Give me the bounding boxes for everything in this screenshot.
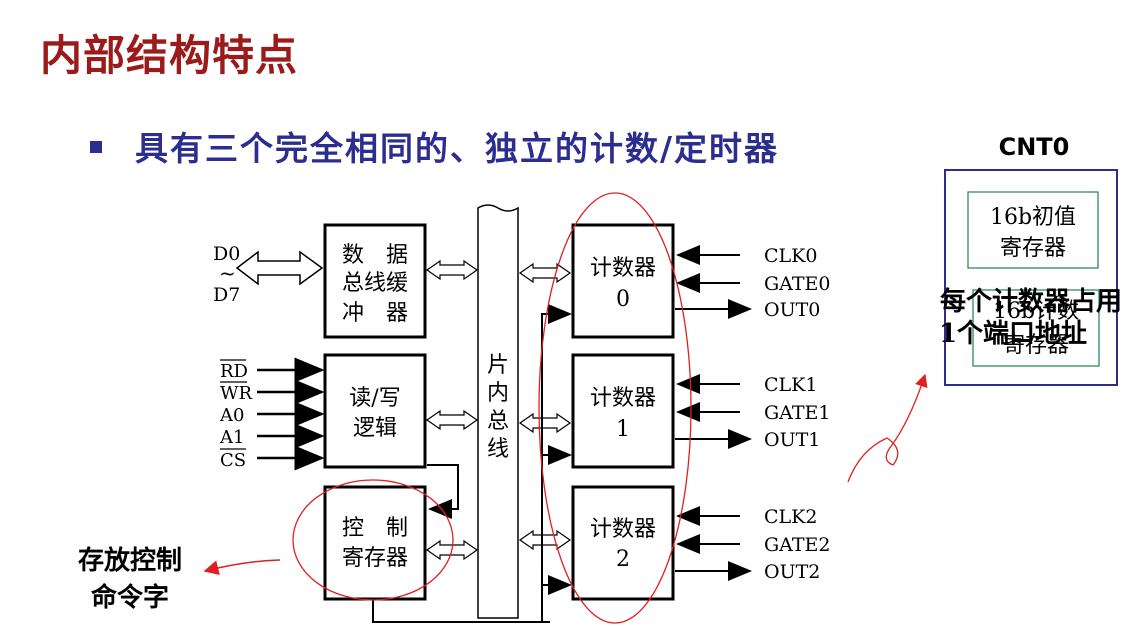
out0-label: OUT0	[764, 299, 820, 321]
bus-counter1-arrow	[518, 412, 572, 434]
port-note-line-2: 1个端口地址	[939, 319, 1087, 349]
pin-cs: CS	[220, 450, 246, 471]
page-title: 内部结构特点	[40, 31, 299, 80]
counter-2-label: 计数器	[590, 517, 656, 542]
control-register-line-1: 控 制	[342, 516, 408, 541]
control-line-counter0	[541, 304, 572, 622]
gate2-label: GATE2	[764, 534, 831, 556]
counter-0-number: 0	[616, 287, 630, 312]
control-to-bottom-line	[372, 600, 550, 623]
cnt0-counter-line-2: 寄存器	[1003, 333, 1069, 358]
control-register-line-2: 寄存器	[342, 546, 408, 571]
rw-bus-arrow	[425, 409, 479, 431]
cnt0-counter-line-1: 16b计数	[993, 299, 1079, 324]
cnt0-counter-register-box	[972, 289, 1100, 367]
port-note-line-1: 每个计数器占用	[940, 286, 1122, 317]
control-register-highlight-ellipse	[292, 479, 454, 601]
bus-char-4: 线	[487, 437, 509, 462]
counter-1-label: 计数器	[590, 386, 656, 411]
counter-0-block	[571, 223, 675, 339]
out1-label: OUT1	[764, 429, 820, 451]
buffer-line-3: 冲 器	[342, 301, 408, 326]
cnt0-initial-register-box	[967, 191, 1099, 269]
port-note-arrow	[847, 373, 928, 483]
bullet-text: 具有三个完全相同的、独立的计数/定时器	[135, 129, 780, 168]
rw-logic-line-1: 读/写	[349, 386, 400, 411]
pin-a1: A1	[219, 427, 244, 448]
bus-char-1: 片	[487, 353, 509, 378]
out2-label: OUT2	[764, 561, 820, 583]
pin-a0: A0	[219, 405, 244, 426]
counter-1-number: 1	[616, 417, 630, 442]
bus-counter2-arrow	[518, 529, 572, 551]
bus-char-3: 总	[487, 409, 509, 434]
rw-logic-block	[323, 353, 427, 469]
buffer-bus-arrow	[425, 259, 479, 281]
control-register-block	[323, 485, 427, 601]
control-note-line-1: 存放控制	[78, 545, 182, 576]
control-note-arrow	[203, 559, 281, 576]
cnt0-initial-line-1: 16b初值	[990, 205, 1076, 230]
counter-2-block	[571, 485, 675, 601]
rw-logic-line-2: 逻辑	[353, 416, 397, 441]
rw-to-control-line	[427, 464, 459, 519]
data-bus-buffer	[323, 223, 427, 339]
bullet-square-icon	[90, 141, 102, 153]
bus-counter0-arrow	[518, 262, 572, 284]
clk0-label: CLK0	[764, 245, 817, 267]
buffer-line-1: 数 据	[342, 243, 408, 268]
pin-d0: D0	[213, 243, 240, 265]
counter-0-label: 计数器	[590, 256, 656, 281]
pin-d7: D7	[213, 284, 240, 306]
cnt0-initial-line-2: 寄存器	[1000, 236, 1066, 261]
internal-bus	[477, 204, 519, 619]
clk2-label: CLK2	[764, 506, 817, 528]
buffer-line-2: 总线缓	[342, 271, 408, 296]
pin-tilde: ~	[219, 261, 236, 285]
counter-2-number: 2	[616, 547, 630, 572]
bus-char-2: 内	[487, 381, 509, 406]
cnt0-outer-box	[944, 169, 1118, 386]
pin-wr: WR	[220, 383, 253, 404]
gate0-label: GATE0	[764, 273, 831, 295]
pin-rd: RD	[220, 361, 248, 382]
cnt0-title: CNT0	[999, 133, 1070, 161]
control-note-line-2: 命令字	[91, 582, 169, 613]
data-bus-arrow	[235, 250, 324, 286]
counters-highlight-ellipse	[538, 192, 692, 624]
counter-1-block	[571, 353, 675, 469]
gate1-label: GATE1	[764, 402, 831, 424]
clk1-label: CLK1	[764, 374, 817, 396]
